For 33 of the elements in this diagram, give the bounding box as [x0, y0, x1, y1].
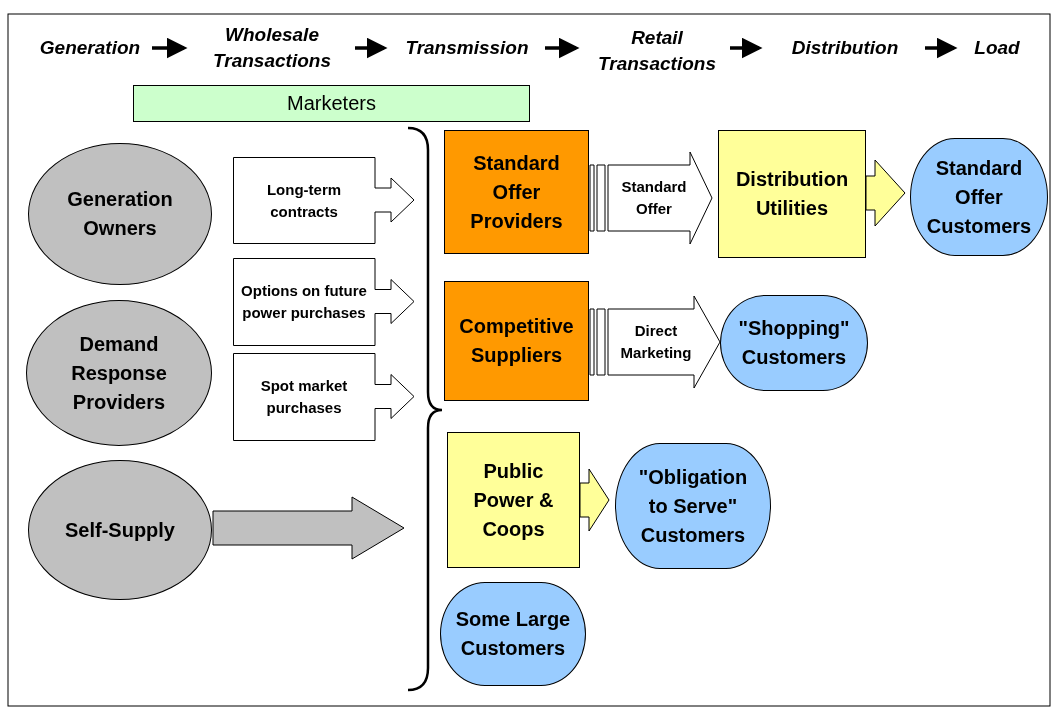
block-arrow	[579, 468, 610, 532]
edge-label: Direct Marketing	[619, 321, 693, 363]
customer-group: Standard Offer Customers	[910, 138, 1048, 256]
utility-box: Public Power & Coops	[447, 432, 580, 568]
arrow	[545, 37, 580, 59]
edge-label: Standard Offer	[620, 177, 688, 219]
arrow	[730, 37, 763, 59]
contract-arrow-box: Spot market purchases	[233, 353, 415, 441]
stage-label: Load	[966, 35, 1028, 61]
customer-group: "Shopping" Customers	[720, 295, 868, 391]
stage-label: Wholesale Transactions	[196, 22, 348, 74]
marketers-bar: Marketers	[133, 85, 530, 122]
customer-group: Some Large Customers	[440, 582, 586, 686]
block-arrow	[865, 159, 906, 227]
customer-group: "Obligation to Serve" Customers	[615, 443, 771, 569]
stage-label: Transmission	[394, 35, 540, 61]
participant-ellipse: Demand Response Providers	[26, 300, 212, 446]
block-arrow	[589, 295, 721, 389]
contract-arrow-box: Long-term contracts	[233, 157, 415, 244]
participant-ellipse: Generation Owners	[28, 143, 212, 285]
stage-label: Retail Transactions	[590, 25, 724, 77]
participant-ellipse: Self-Supply	[28, 460, 212, 600]
utility-box: Distribution Utilities	[718, 130, 866, 258]
block-arrow	[589, 151, 713, 245]
block-arrow	[212, 496, 405, 560]
arrow	[925, 37, 958, 59]
arrow	[152, 37, 188, 59]
contract-arrow-box: Options on future power purchases	[233, 258, 415, 346]
arrow	[355, 37, 388, 59]
supplier-box: Competitive Suppliers	[444, 281, 589, 401]
supplier-box: Standard Offer Providers	[444, 130, 589, 254]
stage-label: Generation	[30, 35, 150, 61]
stage-label: Distribution	[778, 35, 912, 61]
